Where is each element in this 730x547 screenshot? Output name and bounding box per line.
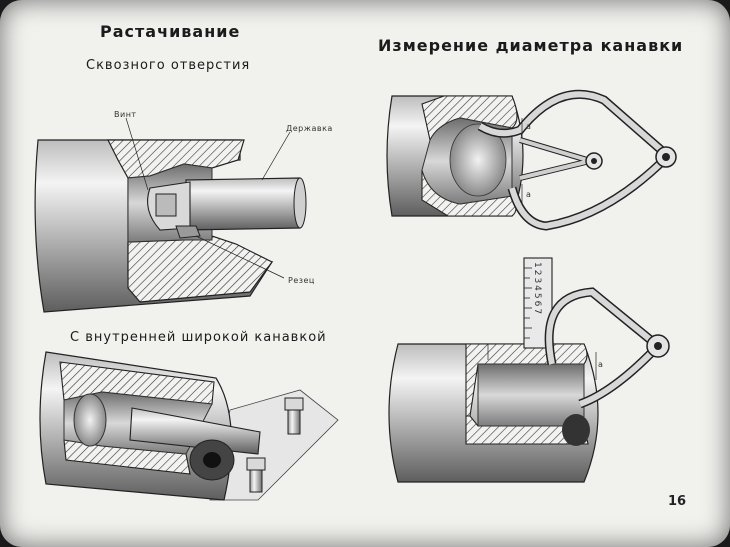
cutter-label: Резец [288, 276, 315, 285]
groove-measure-title: Измерение диаметра канавки [378, 36, 684, 55]
holder-label: Державка [286, 124, 333, 133]
screw-label: Винт [114, 110, 137, 119]
page-number: 16 [668, 494, 687, 509]
ruler-scale-digits: 1234567 [532, 262, 542, 317]
dim-label-a1: а [526, 122, 532, 131]
fig-ruler-measure [388, 257, 670, 483]
wide-groove-title: С внутренней широкой канавкой [70, 330, 327, 345]
dim-label-a2: а [526, 190, 532, 199]
through-hole-title: Сквозного отверстия [86, 58, 251, 73]
fig-groove-measure [386, 89, 677, 231]
fig-through-hole [34, 117, 307, 313]
fig-wide-groove [39, 351, 339, 501]
dim-label-a3: а [598, 360, 604, 369]
main-title: Растачивание [100, 22, 241, 41]
